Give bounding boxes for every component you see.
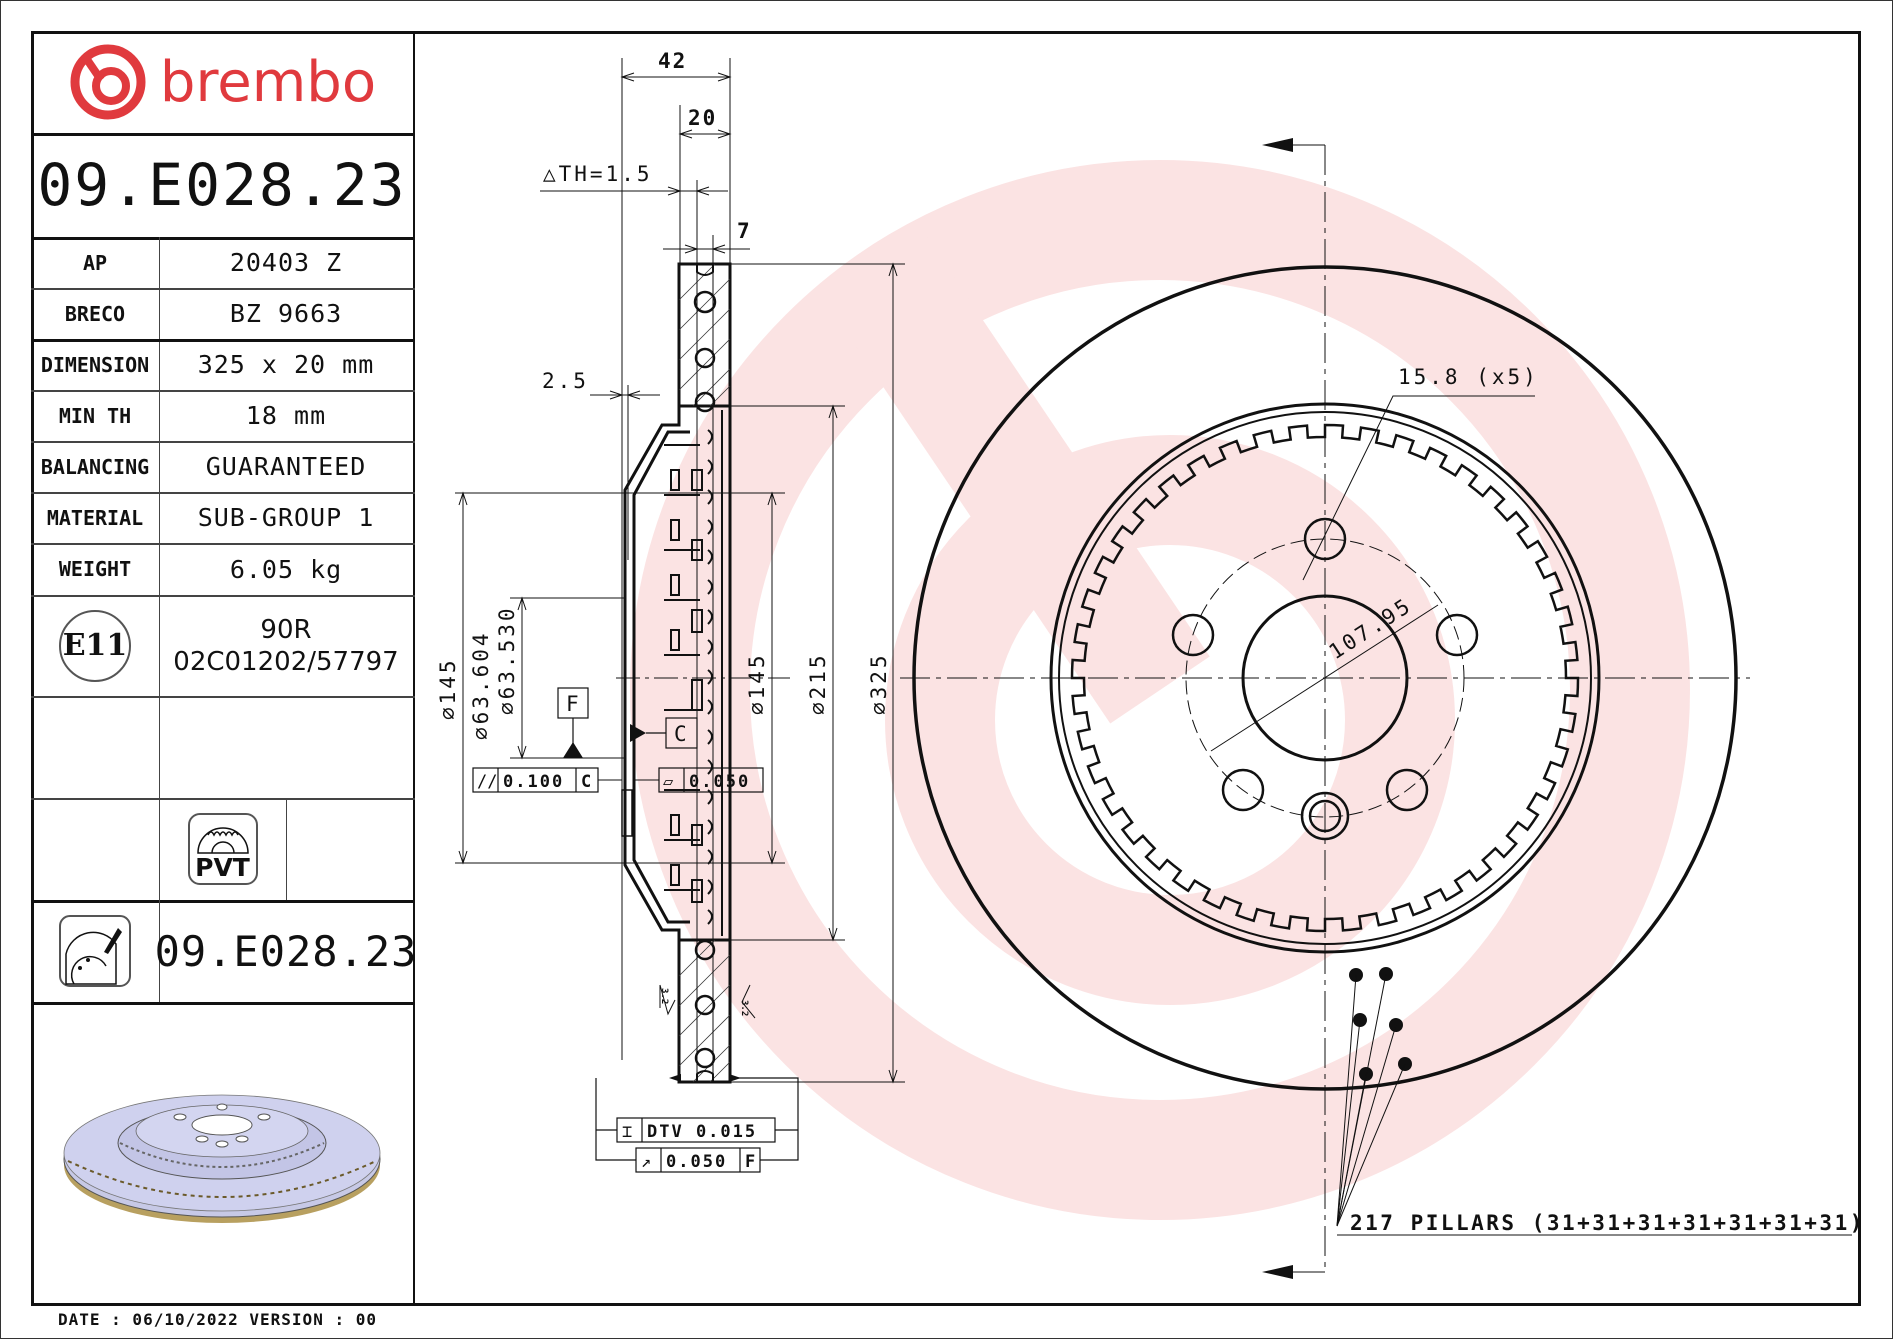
brand-name: brembo xyxy=(159,49,377,115)
dim-offset: 2.5 xyxy=(542,369,589,393)
datum-c-label: C xyxy=(674,722,687,746)
dim-inner-diameter: ⌀145 xyxy=(745,652,769,715)
spec-value-material: SUB-GROUP 1 xyxy=(197,503,375,532)
section-view xyxy=(455,58,905,1173)
flatness-value: 0.050 xyxy=(689,772,750,792)
roughness-left: 3.2 xyxy=(659,988,669,1004)
approval-number: 90R 02C01202/57797 xyxy=(159,595,413,696)
spec-label-weight: WEIGHT xyxy=(58,557,132,581)
dim-overall-width: 42 xyxy=(658,49,687,73)
runout-value: 0.050 xyxy=(666,1152,727,1172)
spec-value-breco: BZ 9663 xyxy=(229,299,343,328)
spec-label-material: MATERIAL xyxy=(46,505,144,530)
dim-outer-diameter: ⌀325 xyxy=(867,652,891,715)
approval-line-2: 02C01202/57797 xyxy=(173,646,399,677)
date-version: DATE : 06/10/2022 VERSION : 00 xyxy=(58,1310,377,1329)
spec-label-min-th: MIN TH xyxy=(58,403,132,428)
brake-disc-icon xyxy=(59,915,131,987)
spec-label-breco: BRECO xyxy=(64,301,126,326)
approval-line-1: 90R xyxy=(260,614,312,645)
thickness-variation-icon: ⌶ xyxy=(622,1122,632,1142)
spec-label-ap: AP xyxy=(82,250,108,275)
flatness-icon: ▱ xyxy=(663,772,674,792)
roughness-right: 3.2 xyxy=(739,1000,749,1016)
e11-approval-icon: E11 xyxy=(59,609,131,682)
runout-icon: ↗ xyxy=(641,1152,651,1172)
bolt-hole-label: 15.8 (x5) xyxy=(1398,365,1539,389)
drawing-frame xyxy=(31,31,1861,1306)
parallelism-value: 0.100 xyxy=(503,772,564,792)
brand-logo: brembo xyxy=(31,31,413,133)
datum-f-label: F xyxy=(566,692,579,716)
dim-center-bore-max: ⌀63.604 xyxy=(469,630,493,740)
disc-install-cell xyxy=(31,900,159,1002)
dtv-value: DTV 0.015 xyxy=(647,1122,757,1142)
disc-render xyxy=(31,1002,413,1304)
pvt-label: PVT xyxy=(195,853,250,882)
parallelism-datum: C xyxy=(581,772,591,792)
spec-value-weight: 6.05 kg xyxy=(229,554,343,584)
dim-friction-inner-diameter: ⌀215 xyxy=(806,652,830,715)
dim-delta-thickness: △TH=1.5 xyxy=(543,162,653,186)
title-block: brembo 09.E028.23 AP 20403 Z BRECO BZ 96… xyxy=(31,31,418,1306)
part-number: 09.E028.23 xyxy=(37,151,407,219)
dim-vane-width: 7 xyxy=(737,219,750,243)
spec-label-balancing: BALANCING xyxy=(40,454,150,479)
spec-label-dimension: DIMENSION xyxy=(40,352,150,377)
watermark-logo xyxy=(630,160,1690,1220)
dim-center-bore-min: ⌀63.530 xyxy=(495,605,519,715)
pillars-label: 217 PILLARS (31+31+31+31+31+31+31) xyxy=(1350,1211,1865,1235)
parallelism-icon: // xyxy=(477,772,497,792)
approval-mark-cell: E11 xyxy=(31,595,159,696)
spec-value-min-th: 18 mm xyxy=(245,401,327,430)
dim-thickness: 20 xyxy=(688,106,717,130)
brembo-logo-icon xyxy=(70,44,146,120)
runout-datum: F xyxy=(745,1152,755,1172)
pvt-feature-cell: PVT xyxy=(159,798,286,900)
spec-value-dimension: 325 x 20 mm xyxy=(197,350,375,379)
spec-value-ap: 20403 Z xyxy=(229,248,343,277)
pvt-badge: PVT xyxy=(187,813,258,885)
disc-3d-render-image xyxy=(63,1094,381,1223)
dim-hat-diameter: ⌀145 xyxy=(436,657,460,720)
footer-part-number: 09.E028.23 xyxy=(154,926,418,976)
front-view xyxy=(900,138,1852,1279)
pillar-venting-icon xyxy=(196,827,249,854)
spec-value-balancing: GUARANTEED xyxy=(205,452,367,481)
